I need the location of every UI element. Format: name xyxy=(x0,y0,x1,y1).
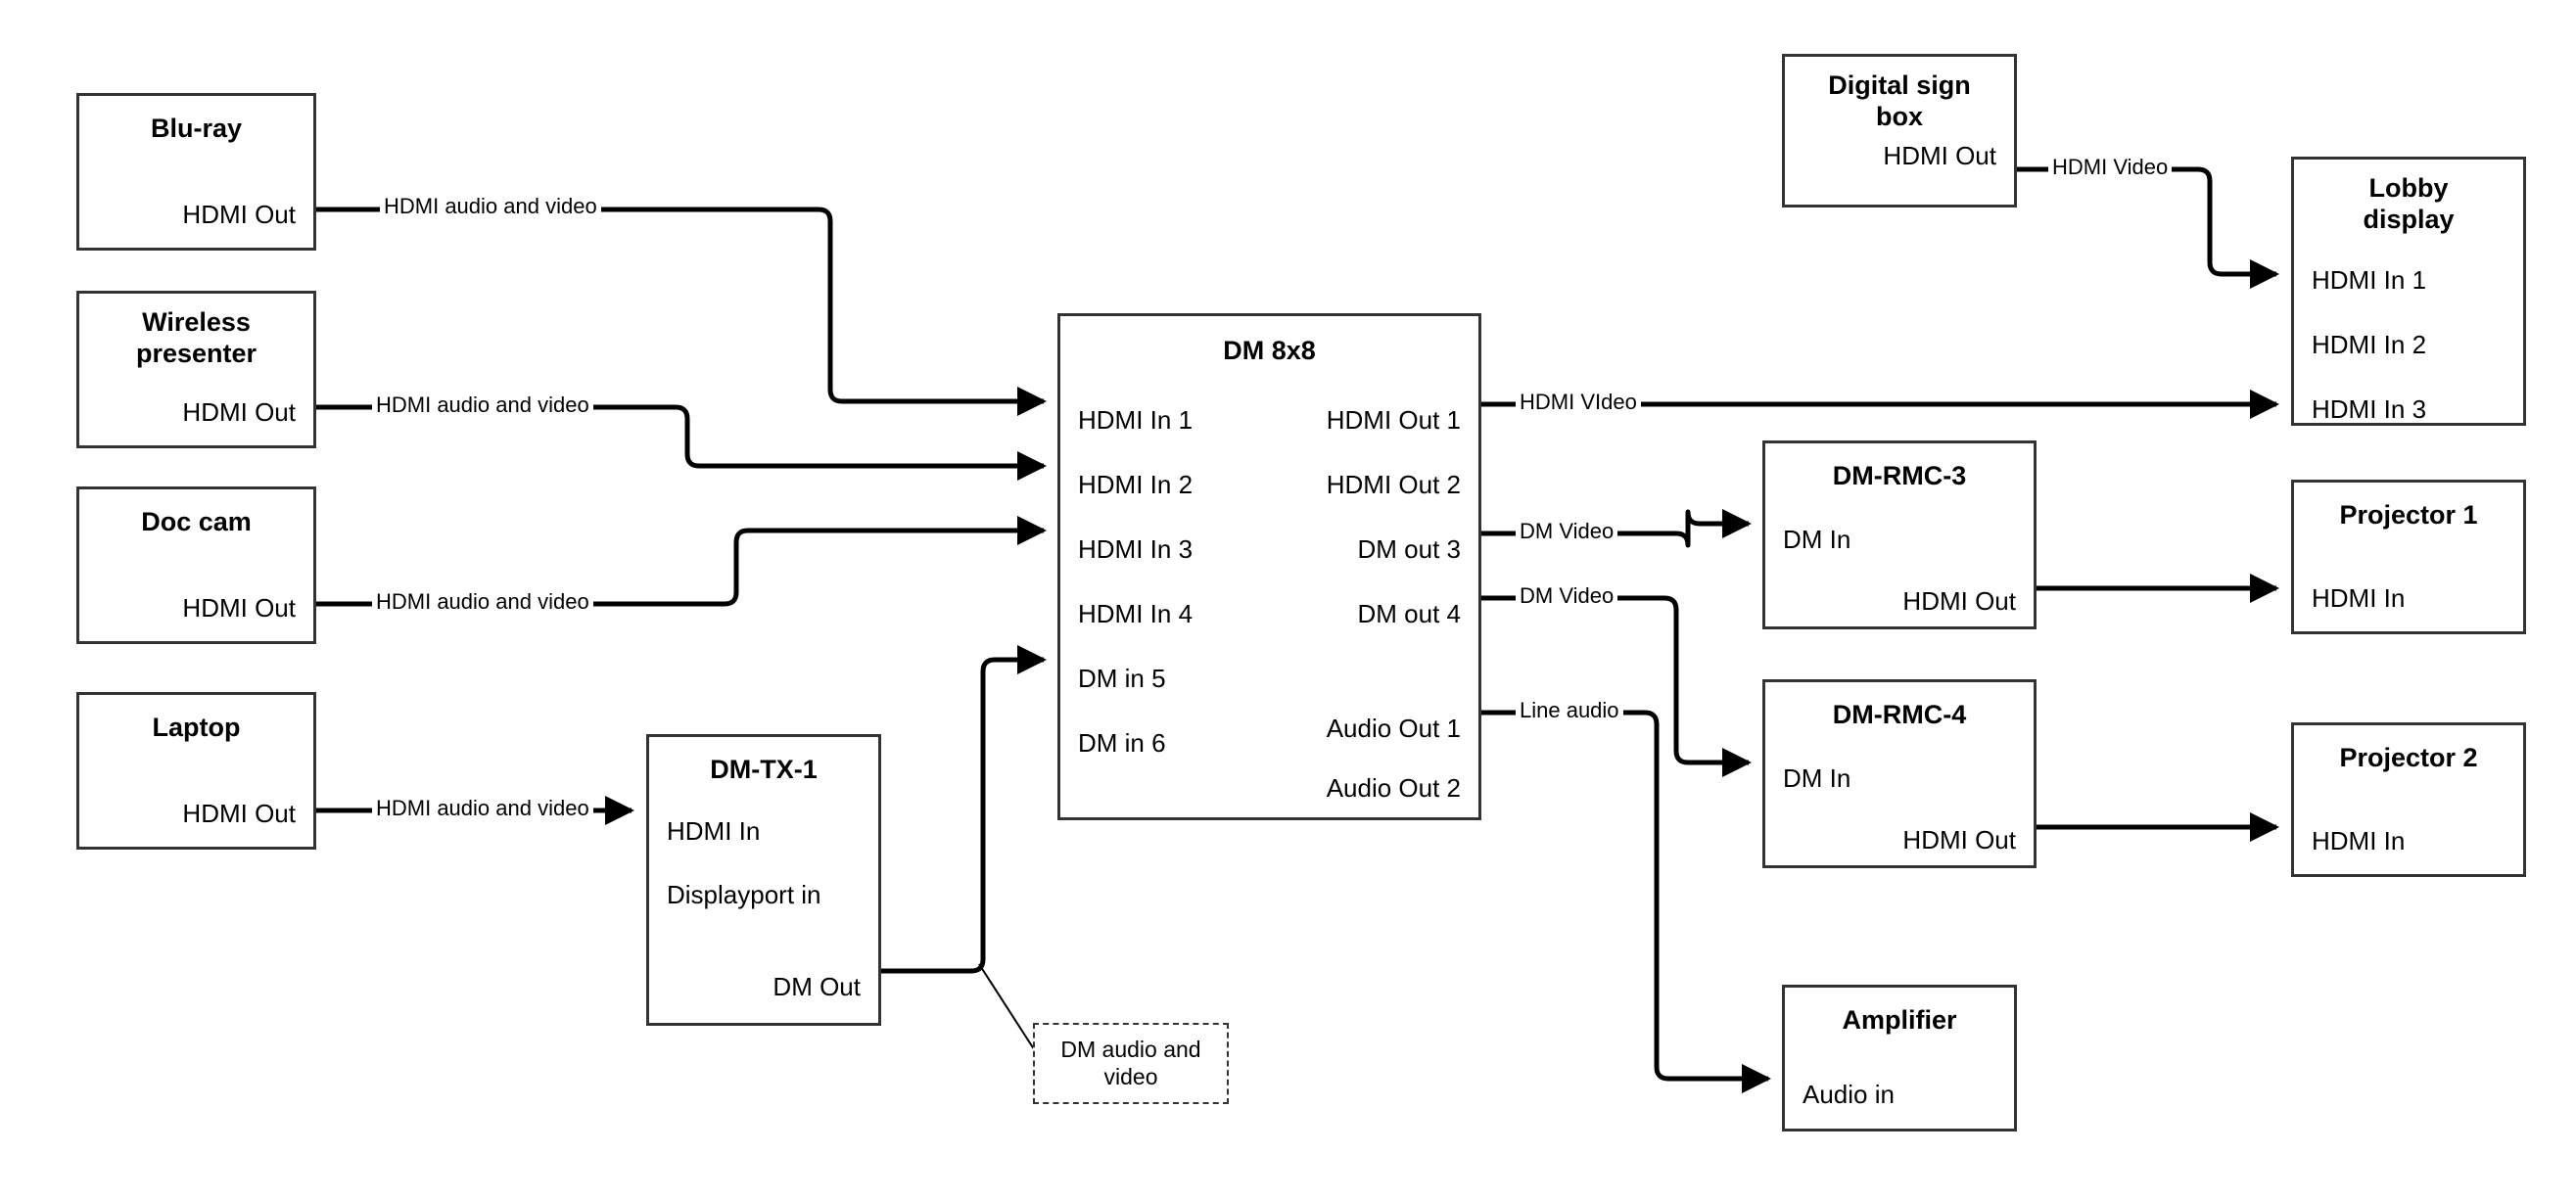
wire-dm8x8-audio1-to-amplifier xyxy=(1481,710,1771,1093)
port-dm-rmc-4-dm-in[interactable]: DM In xyxy=(1783,763,1851,793)
port-dm-8x8-hdmi-in-3[interactable]: HDMI In 3 xyxy=(1078,534,1194,564)
port-dm-8x8-dm-out-4[interactable]: DM out 4 xyxy=(1357,599,1462,628)
port-dm-rmc-3-dm-in[interactable]: DM In xyxy=(1783,525,1851,554)
port-lobby-display-hdmi-in-1[interactable]: HDMI In 1 xyxy=(2312,265,2427,295)
port-dm-8x8-hdmi-out-2[interactable]: HDMI Out 2 xyxy=(1326,470,1461,499)
wire-dmtx1-to-dm8x8-in5 xyxy=(881,645,1047,974)
port-dm-tx-1-hdmi-in[interactable]: HDMI In xyxy=(667,816,761,846)
edge-label-dm8x8-audio1-to-amplifier: Line audio xyxy=(1516,700,1623,721)
port-dm-8x8-audio-out-2[interactable]: Audio Out 2 xyxy=(1326,773,1461,803)
port-dm-8x8-hdmi-in-4[interactable]: HDMI In 4 xyxy=(1078,599,1194,628)
edge-label-digital-sign-to-lobby-in1: HDMI Video xyxy=(2048,157,2173,178)
wire-digital-sign-to-lobby-in1 xyxy=(2017,166,2279,289)
port-dm-rmc-3-hdmi-out[interactable]: HDMI Out xyxy=(1902,586,2016,616)
port-wireless-presenter-hdmi-out[interactable]: HDMI Out xyxy=(182,397,296,427)
edge-label-dm8x8-out4-to-rmc4: DM Video xyxy=(1516,585,1618,607)
port-dm-tx-1-dm-out[interactable]: DM Out xyxy=(773,972,861,1001)
node-projector-1[interactable]: Projector 1 HDMI In xyxy=(2291,480,2526,634)
node-dm-rmc-4[interactable]: DM-RMC-4 DM In HDMI Out xyxy=(1762,679,2037,868)
edge-label-doccam-to-dm8x8-in3: HDMI audio and video xyxy=(372,591,593,613)
port-dm-8x8-audio-out-1[interactable]: Audio Out 1 xyxy=(1326,714,1461,743)
edge-label-wireless-to-dm8x8-in2: HDMI audio and video xyxy=(372,394,593,416)
port-dm-rmc-4-hdmi-out[interactable]: HDMI Out xyxy=(1902,825,2016,855)
node-title-dm-8x8: DM 8x8 xyxy=(1223,336,1316,365)
port-doc-cam-hdmi-out[interactable]: HDMI Out xyxy=(182,593,296,623)
edge-label-dm8x8-out3-to-rmc3: DM Video xyxy=(1516,521,1618,542)
port-dm-tx-1-displayport-in[interactable]: Displayport in xyxy=(667,880,821,909)
node-title-projector-2: Projector 2 xyxy=(2339,743,2478,772)
node-title-laptop: Laptop xyxy=(152,713,241,742)
port-lobby-display-hdmi-in-2[interactable]: HDMI In 2 xyxy=(2312,330,2427,359)
wire-bluray-to-dm8x8-in1 xyxy=(316,207,1047,416)
port-laptop-hdmi-out[interactable]: HDMI Out xyxy=(182,799,296,828)
node-title-doc-cam: Doc cam xyxy=(141,507,252,536)
port-amplifier-audio-in[interactable]: Audio in xyxy=(1803,1080,1895,1109)
port-projector-1-hdmi-in[interactable]: HDMI In xyxy=(2312,583,2406,613)
edge-label-bluray-to-dm8x8-in1: HDMI audio and video xyxy=(380,196,601,217)
node-title-bluray: Blu-ray xyxy=(150,114,243,143)
node-title-amplifier: Amplifier xyxy=(1842,1005,1957,1035)
node-title-dm-rmc-3: DM-RMC-3 xyxy=(1832,461,1967,490)
node-title-dm-rmc-4: DM-RMC-4 xyxy=(1832,700,1967,729)
node-title-projector-1: Projector 1 xyxy=(2339,500,2478,530)
wire-dm8x8-out4-to-rmc4 xyxy=(1481,595,1752,777)
edge-label-dm8x8-out1-to-lobby-in3: HDMI VIdeo xyxy=(1516,392,1641,413)
node-title-dm-tx-1: DM-TX-1 xyxy=(710,755,818,784)
node-projector-2[interactable]: Projector 2 HDMI In xyxy=(2291,722,2526,877)
wire-callout-leader xyxy=(978,963,1037,1053)
edge-label-laptop-to-dmtx1: HDMI audio and video xyxy=(372,798,593,819)
port-dm-8x8-dm-out-3[interactable]: DM out 3 xyxy=(1357,534,1462,564)
port-digital-sign-box-hdmi-out[interactable]: HDMI Out xyxy=(1883,141,1996,170)
port-bluray-hdmi-out[interactable]: HDMI Out xyxy=(182,200,296,229)
port-dm-8x8-dm-in-6[interactable]: DM in 6 xyxy=(1078,728,1166,758)
port-lobby-display-hdmi-in-3[interactable]: HDMI In 3 xyxy=(2312,394,2427,424)
callout-dm-audio-video-callout: DM audio and video xyxy=(1033,1023,1229,1104)
port-dm-8x8-hdmi-in-2[interactable]: HDMI In 2 xyxy=(1078,470,1194,499)
port-dm-8x8-hdmi-out-1[interactable]: HDMI Out 1 xyxy=(1326,405,1461,435)
node-dm-rmc-3[interactable]: DM-RMC-3 DM In HDMI Out xyxy=(1762,440,2037,629)
port-dm-8x8-hdmi-in-1[interactable]: HDMI In 1 xyxy=(1078,405,1194,435)
port-projector-2-hdmi-in[interactable]: HDMI In xyxy=(2312,826,2406,855)
port-dm-8x8-dm-in-5[interactable]: DM in 5 xyxy=(1078,664,1166,693)
